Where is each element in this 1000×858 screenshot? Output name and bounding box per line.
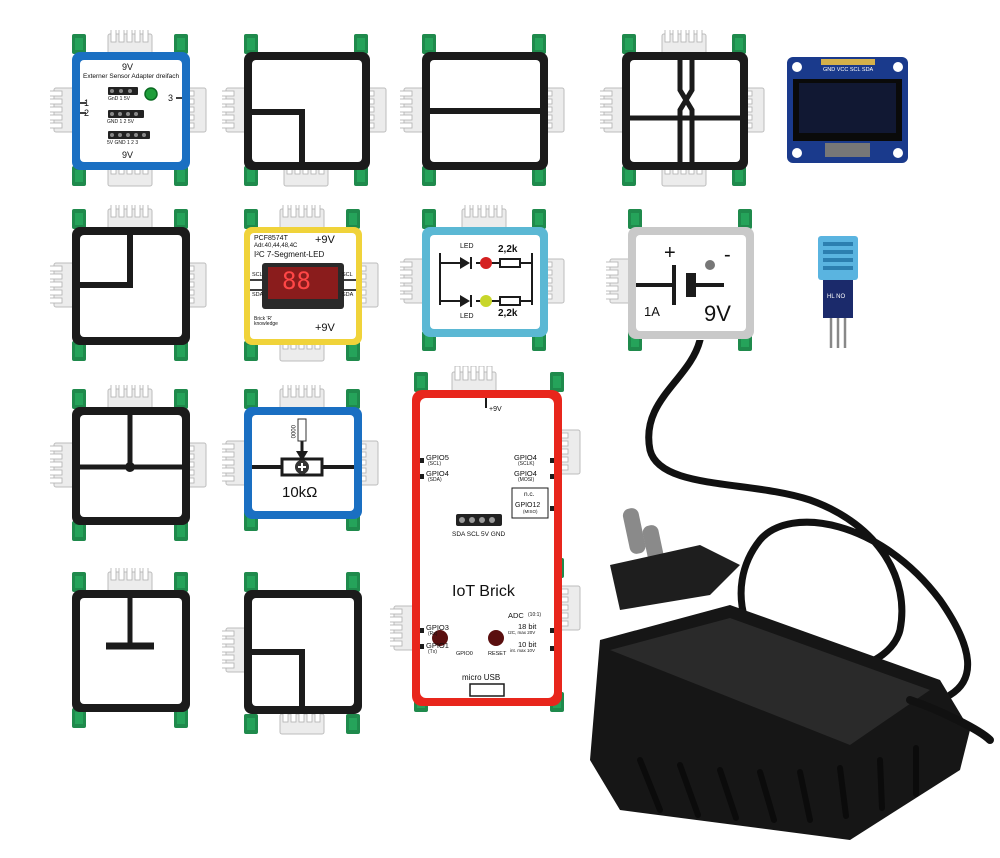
corner-down-graphic (222, 572, 362, 735)
battery-voltage: 9V (704, 301, 731, 326)
battery-brick: + - 1A 9V (606, 205, 776, 355)
led-brick: LED 2,2k LED 2,2k (400, 205, 570, 355)
seven-segment-graphic (244, 205, 379, 362)
seven-segment-brand: Brick 'R' knowledge (254, 316, 278, 327)
seven-segment-supply-top: +9V (315, 234, 335, 246)
led-bottom-label: LED (460, 313, 474, 320)
iot-adc-18bit-sub: I2C, max 20V (508, 630, 536, 635)
iot-adc-18bit: 18 bit (518, 622, 537, 631)
crossover-wire-graphic (600, 30, 765, 187)
iot-gpio0: GPIO0 (456, 651, 473, 657)
iot-gpio4-right2-sub: (MOSI) (518, 477, 535, 483)
t-end-brick (50, 568, 210, 733)
straight-wire-graphic (400, 34, 565, 186)
battery-current: 1A (644, 304, 660, 319)
seven-segment-sda-left: SDA (252, 292, 264, 298)
iot-adc: ADC (508, 611, 524, 620)
battery-brick-graphic (606, 209, 754, 351)
iot-gpio1-sub: (Tx) (428, 649, 437, 655)
dht-sensor-module: HL NO (815, 232, 861, 354)
seven-segment-title: I²C 7-Segment-LED (254, 250, 325, 259)
dht-pcb-text: HL NO (827, 294, 846, 300)
adapter-side-3: 3 (168, 93, 174, 103)
iot-reset: RESET (488, 651, 507, 657)
adapter-title: Externer Sensor Adapter dreifach (83, 73, 180, 80)
seven-segment-brick: PCF8574T Adr.40,44,48,4C I²C 7-Segment-L… (222, 205, 382, 365)
iot-gpio1: GPIO1 (426, 641, 449, 650)
seven-segment-scl-right: SCL (342, 272, 353, 278)
t-junction-graphic (50, 385, 207, 541)
iot-gpio12-sub: (MISO) (523, 509, 538, 514)
sensor-adapter-brick: 9V Externer Sensor Adapter dreifach GnD … (50, 30, 210, 190)
adapter-side-1: 1 (84, 98, 90, 108)
corner-wire-brick (222, 30, 392, 190)
t-corner-wire-graphic (50, 205, 207, 361)
iot-gpio4-left-sub: (SDA) (428, 477, 442, 483)
iot-gpio4-right: GPIO4 (514, 453, 537, 462)
iot-adc-10bit: 10 bit (518, 640, 537, 649)
iot-gpio12: GPIO12 (515, 502, 541, 509)
t-junction-brick (50, 385, 210, 545)
seven-segment-chip: PCF8574T (254, 235, 288, 242)
adapter-bottom-voltage: 9V (122, 150, 134, 160)
battery-minus: - (724, 244, 731, 266)
crossover-wire-brick (600, 30, 770, 190)
iot-brick-graphic (390, 366, 581, 712)
iot-header-pins: SDA SCL 5V GND (452, 531, 506, 538)
iot-gpio4-right-sub: (SCLK) (518, 461, 535, 467)
iot-adc-10bit-sub: int. max 10V (510, 648, 536, 653)
iot-gpio4-right2: GPIO4 (514, 469, 537, 478)
iot-nc: n.c. (524, 491, 535, 498)
adapter-pin-row-2: GND 1 2 5V (107, 119, 134, 125)
adapter-side-2: 2 (84, 108, 90, 118)
adapter-top-voltage: 9V (122, 62, 134, 72)
oled-display-graphic (787, 57, 908, 163)
seven-segment-supply-bottom: +9V (315, 322, 335, 334)
iot-gpio5: GPIO5 (426, 453, 449, 462)
potentiometer-graphic (222, 385, 379, 531)
potentiometer-brick: 0000 10kΩ (222, 385, 382, 535)
iot-brick: +9V GPIO5 (SCL) GPIO4 (SDA) GPIO4 (SCLK)… (390, 366, 590, 716)
iot-gpio4-left: GPIO4 (426, 469, 449, 478)
iot-gpio3-sub: (Rx) (428, 631, 438, 637)
led-top-resistor: 2,2k (498, 244, 518, 255)
iot-gpio5-sub: (SCL) (428, 461, 442, 467)
t-end-graphic (72, 568, 190, 728)
power-adapter-graphic (590, 340, 994, 840)
seven-segment-scl-left: SCL (252, 272, 263, 278)
iot-supply: +9V (489, 406, 502, 413)
adapter-pin-row-1: GnD 1 5V (108, 96, 130, 102)
led-top-label: LED (460, 243, 474, 250)
battery-plus: + (664, 242, 676, 264)
dht-sensor-graphic (818, 236, 858, 348)
seven-segment-sda-right: SDA (342, 292, 354, 298)
potentiometer-dial: 0000 (289, 425, 295, 439)
potentiometer-value: 10kΩ (282, 484, 318, 501)
iot-adc-sub: (10:1) (528, 612, 542, 618)
straight-wire-brick (400, 30, 570, 190)
t-corner-wire-brick (50, 205, 210, 365)
sensor-adapter-graphic (50, 30, 207, 187)
oled-header-pins: GND VCC SCL SDA (823, 67, 874, 73)
iot-title: IoT Brick (452, 583, 515, 600)
corner-down-brick (222, 568, 382, 738)
led-bottom-resistor: 2,2k (498, 308, 518, 319)
iot-gpio3: GPIO3 (426, 623, 449, 632)
adapter-pin-row-3: 5V GND 1 2 3 (107, 140, 139, 146)
seven-segment-digits: 88 (282, 267, 311, 295)
iot-micro-usb: micro USB (462, 673, 501, 682)
oled-display-module: GND VCC SCL SDA (785, 55, 910, 165)
led-brick-graphic (400, 205, 565, 351)
corner-wire-graphic (222, 34, 387, 187)
seven-segment-address: Adr.40,44,48,4C (254, 243, 298, 249)
power-adapter (580, 340, 1000, 850)
